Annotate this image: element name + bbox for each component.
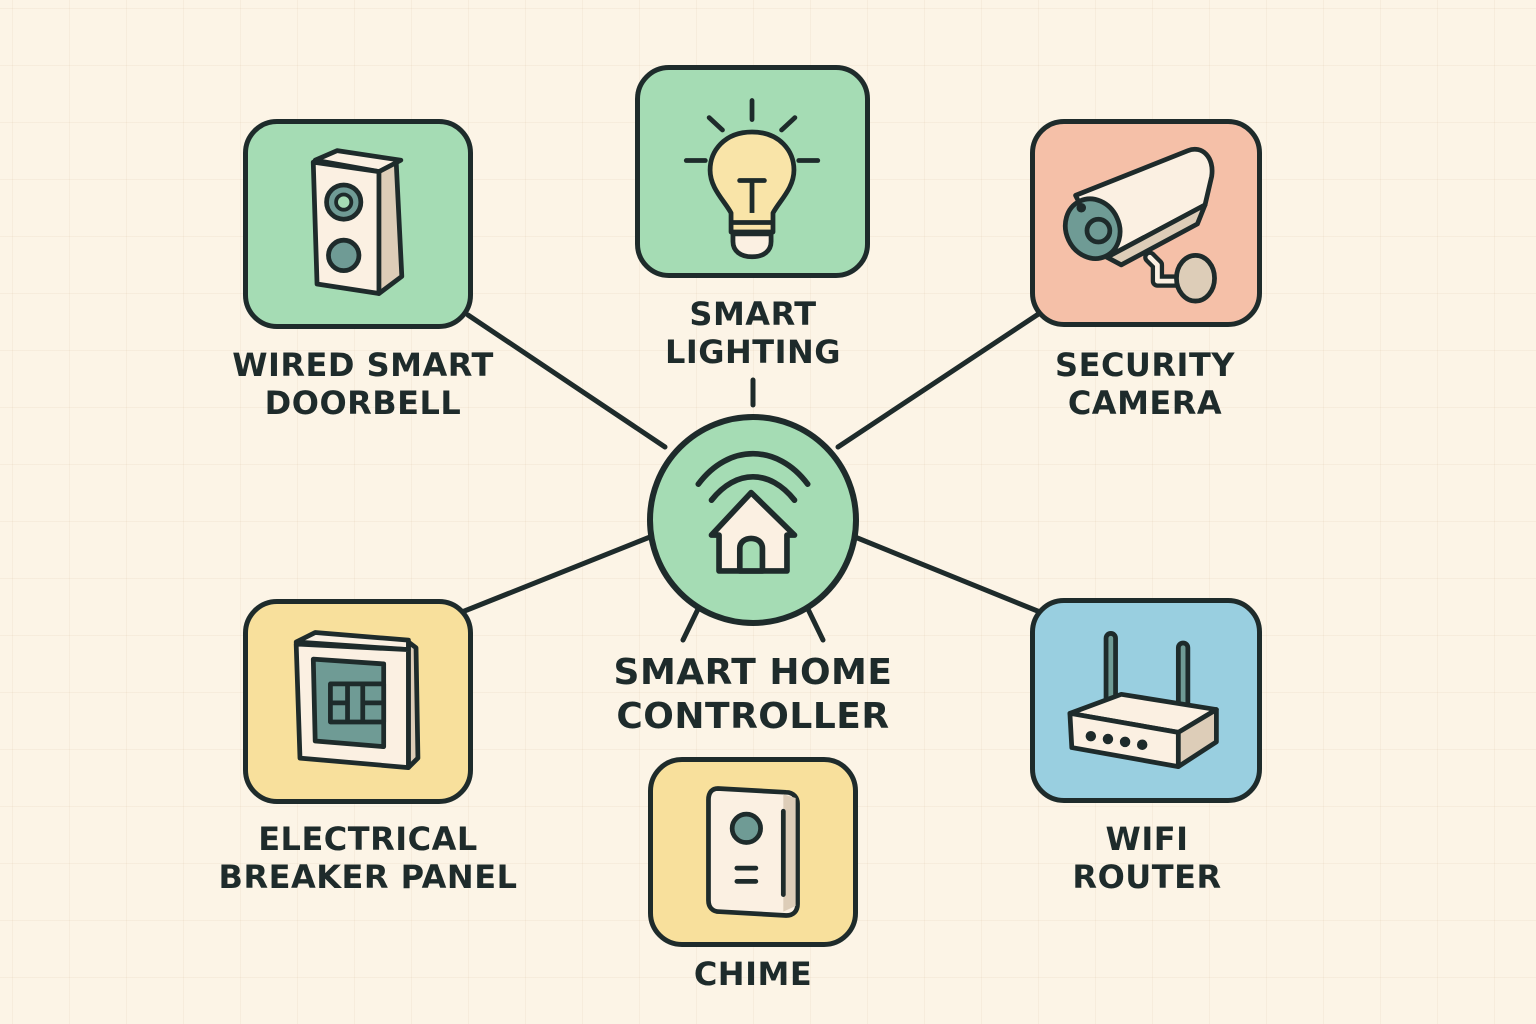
lighting-label: SMART LIGHTING (664, 295, 842, 371)
lightbulb-icon (683, 98, 821, 260)
breaker-panel-icon (293, 630, 421, 770)
chime-icon (706, 786, 800, 918)
hub-tick-right (803, 602, 826, 643)
doorbell-icon (310, 148, 405, 296)
smart-home-controller-hub[interactable] (647, 414, 859, 626)
router-label: WIFI ROUTER (1072, 820, 1222, 896)
router-icon (1067, 631, 1219, 769)
link-doorbell (465, 312, 668, 450)
house-wifi-icon (695, 451, 811, 574)
chime-tile[interactable] (648, 757, 858, 947)
camera-tile[interactable] (1030, 119, 1262, 327)
doorbell-tile[interactable] (243, 119, 473, 329)
breaker-panel-label: ELECTRICAL BREAKER PANEL (218, 820, 518, 896)
chime-label: CHIME (693, 955, 813, 993)
router-tile[interactable] (1030, 598, 1262, 803)
breaker-panel-tile[interactable] (243, 599, 473, 804)
camera-label: SECURITY CAMERA (1055, 346, 1235, 422)
security-camera-icon (1062, 146, 1217, 304)
doorbell-label: WIRED SMART DOORBELL (232, 346, 494, 422)
link-breaker (459, 534, 653, 615)
lighting-tile[interactable] (635, 65, 870, 278)
link-router (852, 534, 1043, 615)
link-camera (835, 310, 1043, 450)
hub-label: SMART HOME CONTROLLER (613, 652, 893, 737)
hub-tick-left (680, 602, 703, 643)
